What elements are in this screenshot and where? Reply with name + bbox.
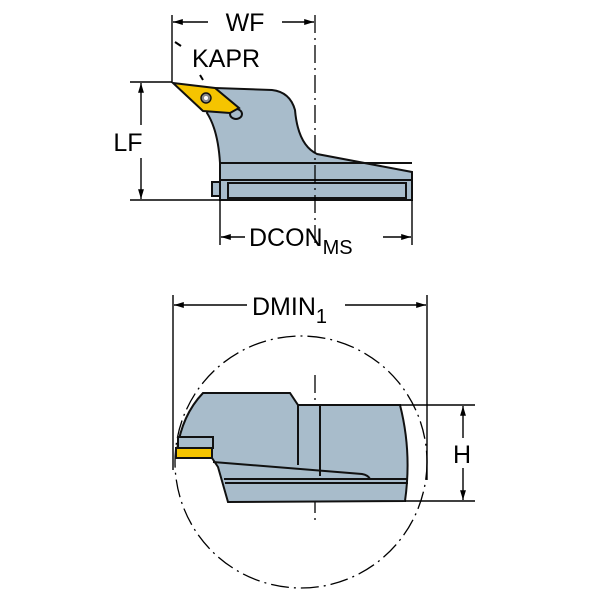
lf-label: LF <box>113 129 142 157</box>
front-view: DMIN1 H <box>172 293 475 589</box>
dcon-text: DCON <box>249 224 323 252</box>
kapr-tick <box>174 41 182 47</box>
dcon-label: DCONMS <box>249 224 353 259</box>
insert-pocket <box>177 436 214 449</box>
wf-label: WF <box>226 9 265 37</box>
screw-torx <box>204 96 208 100</box>
insert-front <box>175 447 213 459</box>
dmin-label: DMIN1 <box>252 293 327 328</box>
dmin-text: DMIN <box>252 293 316 321</box>
coupling-nub <box>211 181 221 197</box>
h-label: H <box>453 441 471 469</box>
kapr-label: KAPR <box>192 45 260 73</box>
shank-groove <box>227 182 407 199</box>
tool-body <box>205 86 413 201</box>
dcon-subscript: MS <box>323 237 353 259</box>
dmin-subscript: 1 <box>316 306 327 328</box>
kapr-tick <box>199 74 204 81</box>
side-view: WF KAPR LF DCONMS <box>113 9 413 259</box>
